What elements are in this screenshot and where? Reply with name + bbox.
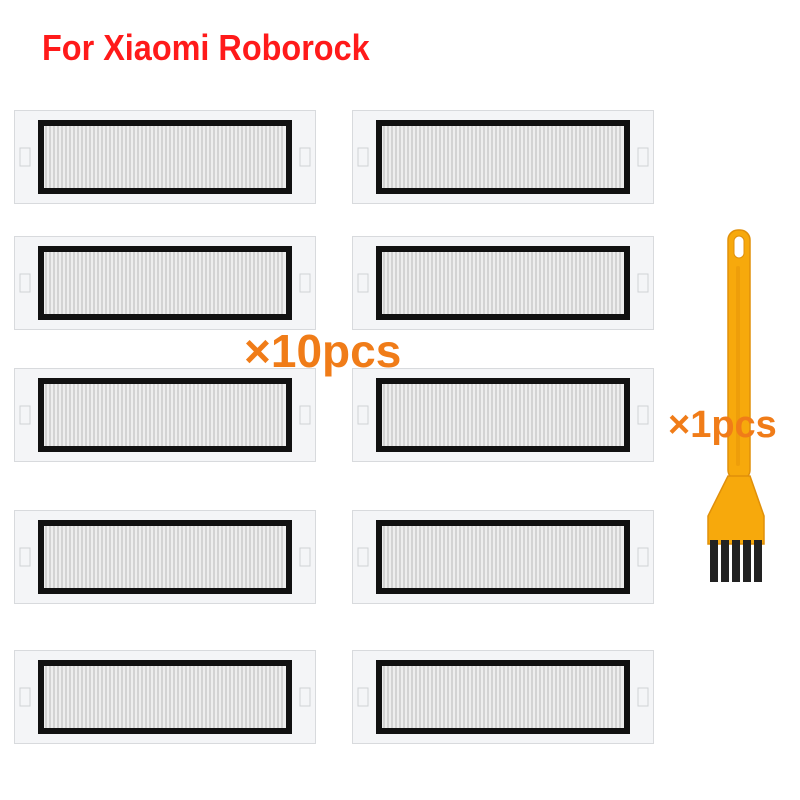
filter-quantity-label: ×10pcs — [244, 325, 402, 377]
hepa-filter — [14, 110, 316, 204]
hepa-filter — [352, 368, 654, 462]
hepa-filter — [352, 650, 654, 744]
hepa-filter — [14, 236, 316, 330]
hepa-filter — [14, 650, 316, 744]
product-title: For Xiaomi Roborock — [42, 27, 370, 68]
hepa-filter — [14, 368, 316, 462]
hepa-filter — [14, 510, 316, 604]
brush-quantity-label: ×1pcs — [668, 404, 777, 446]
hepa-filter — [352, 110, 654, 204]
cleaning-brush — [690, 226, 786, 590]
hepa-filter — [352, 510, 654, 604]
hepa-filter — [352, 236, 654, 330]
